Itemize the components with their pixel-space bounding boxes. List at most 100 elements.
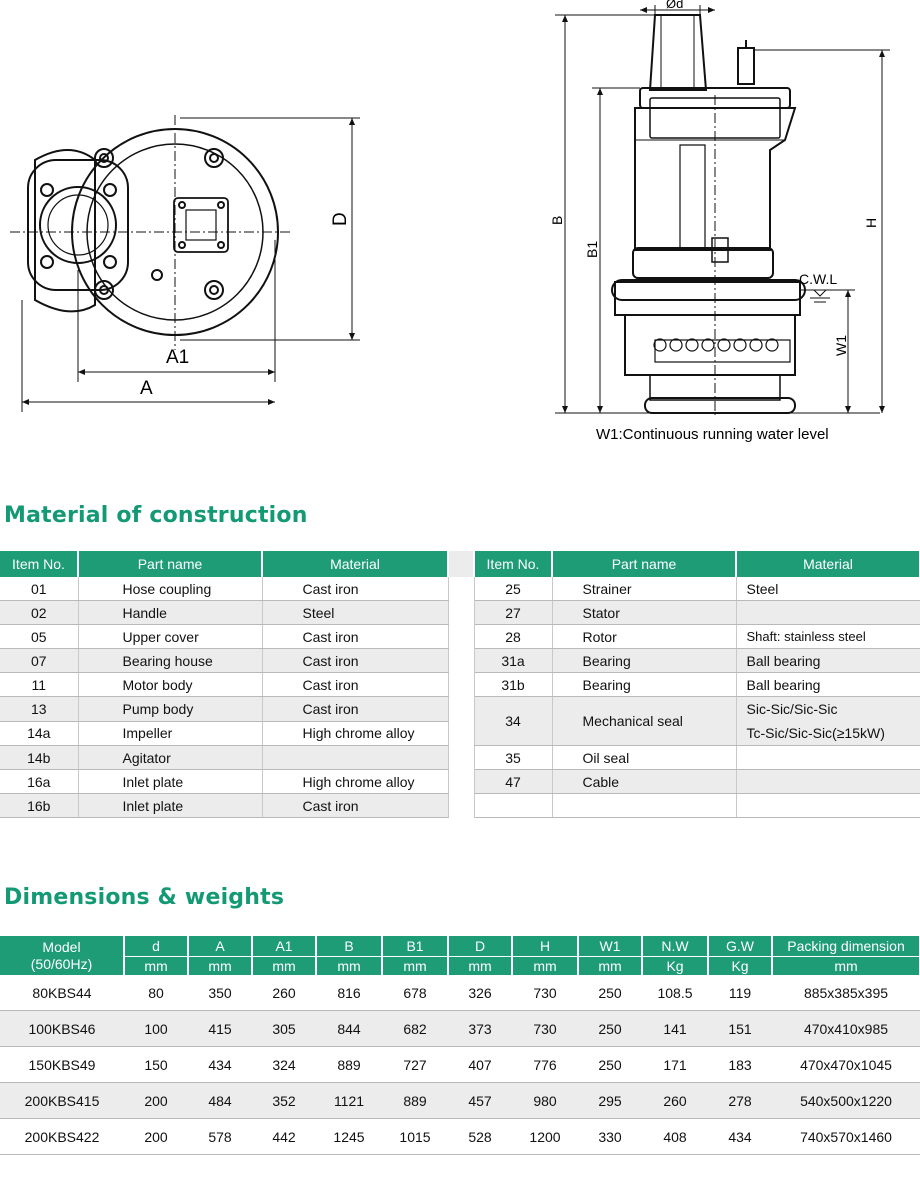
material: Cast iron	[262, 696, 449, 722]
value-cell: 350	[188, 975, 252, 1011]
table-row: 14a Impeller High chrome alloy	[0, 721, 920, 746]
value-cell: 484	[188, 1082, 252, 1119]
unit: mm	[316, 956, 383, 975]
item-no: 01	[0, 577, 79, 601]
unit: Kg	[708, 956, 773, 975]
value-cell: 260	[252, 975, 316, 1011]
material: Cast iron	[262, 624, 449, 649]
part-name	[552, 793, 737, 818]
material	[736, 793, 920, 818]
unit: mm	[448, 956, 513, 975]
item-no: 25	[474, 577, 553, 601]
value-cell: 730	[512, 1010, 578, 1047]
value-cell: 1245	[316, 1118, 382, 1155]
material-table: Item No. Part name Material Item No. Par…	[0, 551, 920, 818]
value-cell: 260	[642, 1082, 708, 1119]
part-name: Handle	[78, 600, 263, 625]
value-cell: 434	[188, 1046, 252, 1083]
table-row: 02 Handle Steel 27 Stator	[0, 600, 920, 625]
header-gw: G.W	[708, 936, 773, 957]
value-cell: 415	[188, 1010, 252, 1047]
table-row: 01 Hose coupling Cast iron 25 Strainer S…	[0, 577, 920, 601]
value-cell: 457	[448, 1082, 512, 1119]
material: Cast iron	[262, 648, 449, 673]
part-name: Pump body	[78, 696, 263, 722]
dim-label-D: D	[330, 212, 351, 226]
drawing-caption: W1:Continuous running water level	[596, 426, 829, 443]
value-cell: 889	[382, 1082, 448, 1119]
value-cell: 980	[512, 1082, 578, 1119]
part-name: Impeller	[78, 721, 263, 746]
value-cell: 250	[578, 975, 642, 1011]
table-gap	[448, 648, 475, 673]
part-name: Motor body	[78, 672, 263, 697]
material: Cast iron	[262, 672, 449, 697]
part-name: Stator	[552, 600, 737, 625]
material	[736, 745, 920, 770]
material: Sic-Sic/Sic-Sic Tc-Sic/Sic-Sic(≥15kW)	[736, 696, 920, 746]
material: Shaft: stainless steel	[736, 624, 920, 649]
item-no: 35	[474, 745, 553, 770]
table-gap	[448, 745, 475, 770]
material: High chrome alloy	[262, 769, 449, 794]
dimensions-header-row: Model (50/60Hz) d A A1 B B1 D H W1 N.W G…	[0, 936, 920, 975]
value-cell: 740x570x1460	[772, 1118, 920, 1155]
model-cell: 200KBS415	[0, 1082, 124, 1119]
side-view	[611, 14, 806, 414]
value-cell: 682	[382, 1010, 448, 1047]
value-cell: 470x410x985	[772, 1010, 920, 1047]
value-cell: 141	[642, 1010, 708, 1047]
value-cell: 1200	[512, 1118, 578, 1155]
unit: mm	[188, 956, 253, 975]
item-no: 31b	[474, 672, 553, 697]
value-cell: 324	[252, 1046, 316, 1083]
material-header-row: Item No. Part name Material Item No. Par…	[0, 551, 920, 577]
table-row: 11 Motor body Cast iron 31b Bearing Ball…	[0, 672, 920, 697]
value-cell: 844	[316, 1010, 382, 1047]
part-name: Agitator	[78, 745, 263, 770]
dim-label-B: B	[549, 216, 565, 225]
material: Ball bearing	[736, 648, 920, 673]
header-B: B	[316, 936, 383, 957]
value-cell: 1015	[382, 1118, 448, 1155]
value-cell: 100	[124, 1010, 188, 1047]
dim-label-A: A	[140, 378, 153, 399]
value-cell: 183	[708, 1046, 772, 1083]
header-D: D	[448, 936, 513, 957]
value-cell: 776	[512, 1046, 578, 1083]
header-part-name: Part name	[78, 551, 263, 577]
item-no: 13	[0, 696, 79, 722]
material: High chrome alloy	[262, 721, 449, 746]
value-cell: 540x500x1220	[772, 1082, 920, 1119]
header-H: H	[512, 936, 579, 957]
value-cell: 885x385x395	[772, 975, 920, 1011]
table-row: 16a Inlet plate High chrome alloy 47 Cab…	[0, 769, 920, 794]
dimensions-units-row: mm mm mm mm mm mm mm mm Kg Kg mm	[0, 956, 920, 975]
item-no: 31a	[474, 648, 553, 673]
header-packing: Packing dimension	[772, 936, 920, 957]
header-d: d	[124, 936, 189, 957]
value-cell: 278	[708, 1082, 772, 1119]
value-cell: 408	[642, 1118, 708, 1155]
part-name: Mechanical seal	[552, 696, 737, 746]
header-nw: N.W	[642, 936, 709, 957]
header-model: Model (50/60Hz)	[0, 936, 125, 975]
material: Ball bearing	[736, 672, 920, 697]
table-gap	[448, 600, 475, 625]
value-cell: 250	[578, 1046, 642, 1083]
item-no: 16b	[0, 793, 79, 818]
item-no: 28	[474, 624, 553, 649]
unit: mm	[252, 956, 317, 975]
value-cell: 108.5	[642, 975, 708, 1011]
value-cell: 171	[642, 1046, 708, 1083]
item-no: 47	[474, 769, 553, 794]
header-B1: B1	[382, 936, 449, 957]
value-cell: 200	[124, 1082, 188, 1119]
item-no: 34	[474, 696, 553, 746]
table-gap	[448, 721, 475, 746]
value-cell: 678	[382, 975, 448, 1011]
value-cell: 407	[448, 1046, 512, 1083]
